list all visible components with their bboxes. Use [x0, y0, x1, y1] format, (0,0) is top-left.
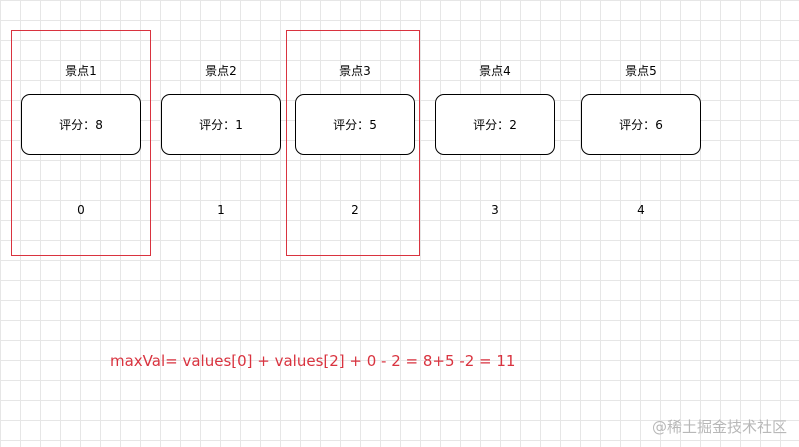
score-value: 8: [95, 117, 103, 132]
score-value: 5: [369, 117, 377, 132]
score-label: 评分：: [333, 118, 370, 132]
score-label: 评分：: [619, 118, 656, 132]
index-label: 1: [217, 203, 225, 217]
score-card: 评分：8: [21, 94, 141, 155]
index-label: 3: [491, 203, 499, 217]
index-label: 0: [77, 203, 85, 217]
max-value-formula: maxVal= values[0] + values[2] + 0 - 2 = …: [110, 352, 516, 370]
score-label: 评分：: [473, 118, 510, 132]
score-value: 2: [509, 117, 517, 132]
score-card: 评分：6: [581, 94, 701, 155]
score-value: 6: [655, 117, 663, 132]
spot-title: 景点1: [65, 64, 97, 78]
index-label: 2: [351, 203, 359, 217]
index-label: 4: [637, 203, 645, 217]
spot-title: 景点2: [205, 64, 237, 78]
score-card: 评分：5: [295, 94, 415, 155]
spot-title: 景点3: [339, 64, 371, 78]
spot-title: 景点5: [625, 64, 657, 78]
score-label: 评分：: [199, 118, 236, 132]
score-value: 1: [235, 117, 243, 132]
score-label: 评分：: [59, 118, 96, 132]
selected-spot-highlight-0: [11, 30, 151, 256]
watermark: @稀土掘金技术社区: [651, 418, 787, 436]
selected-spot-highlight-2: [286, 30, 420, 256]
spot-title: 景点4: [479, 64, 511, 78]
score-card: 评分：2: [435, 94, 555, 155]
score-card: 评分：1: [161, 94, 281, 155]
